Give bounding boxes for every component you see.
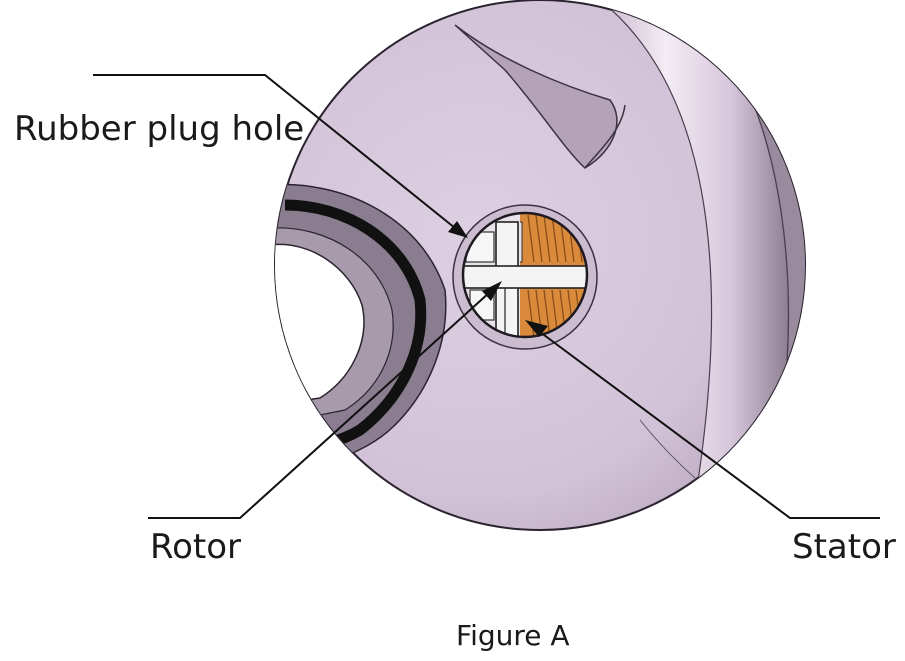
leader-rubber-plug-hole — [93, 74, 456, 229]
arrowhead-icon — [482, 281, 502, 301]
label-rotor: Rotor — [150, 527, 242, 567]
figure-caption: Figure A — [456, 619, 570, 652]
label-stator: Stator — [792, 527, 896, 567]
rubber-plug-hole — [452, 204, 598, 350]
leader-rotor — [148, 291, 491, 519]
label-rubber-plug-hole: Rubber plug hole — [14, 109, 305, 149]
arrowhead-icon — [448, 221, 468, 238]
leader-stator — [539, 331, 880, 519]
arrowhead-icon — [525, 320, 548, 337]
